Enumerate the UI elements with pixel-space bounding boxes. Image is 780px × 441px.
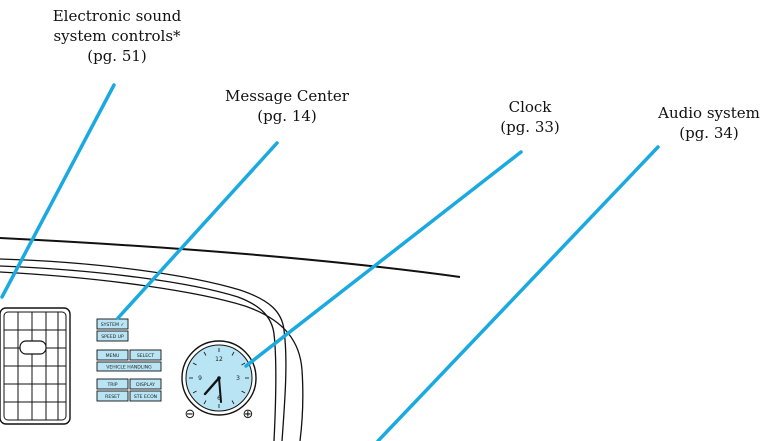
callout-audio-page: (pg. 34) xyxy=(679,124,739,142)
clock-minus-button[interactable]: ⊖ xyxy=(185,407,196,422)
reset-button[interactable] xyxy=(96,390,129,402)
trip-button[interactable] xyxy=(96,378,129,390)
system-check-label: SYSTEM ✓ xyxy=(101,322,125,328)
speed-up-button[interactable] xyxy=(96,330,129,342)
callout-sound-line2: system controls* xyxy=(53,27,181,45)
speed-up-label: SPEED UP xyxy=(101,334,124,340)
air-vent xyxy=(0,307,71,425)
minute-hand xyxy=(218,377,222,403)
callout-audio: Audio system (pg. 34) xyxy=(645,103,773,143)
display-button[interactable] xyxy=(129,378,162,390)
dial-twelve: 12 xyxy=(215,356,223,363)
callout-clock-page: (pg. 33) xyxy=(500,118,560,136)
message-center-buttons: SYSTEM ✓ SPEED UP MENU SELECT VEHICLE HA… xyxy=(96,318,162,402)
vehicle-handling-button[interactable] xyxy=(96,361,162,372)
leader-line-audio xyxy=(376,145,660,441)
select-label: SELECT xyxy=(137,353,154,359)
callout-clock: Clock (pg. 33) xyxy=(480,97,580,137)
reset-label: RESET xyxy=(105,394,120,400)
callout-message-center: Message Center (pg. 14) xyxy=(222,86,352,126)
trip-label: TRIP xyxy=(106,382,117,388)
hour-hand xyxy=(203,376,221,396)
leader-line-message-center xyxy=(116,141,279,320)
leader-line-sound-controls xyxy=(0,83,116,299)
leader-line-clock xyxy=(244,150,523,368)
select-button[interactable] xyxy=(129,349,162,361)
analog-clock: 12 3 9 6 xyxy=(181,340,257,416)
callout-audio-line1: Audio system xyxy=(658,104,760,122)
ste-econ-button[interactable] xyxy=(129,390,162,402)
callout-sound-page: (pg. 51) xyxy=(87,47,147,65)
clock-plus-button[interactable]: ⊕ xyxy=(243,407,254,422)
dial-nine: 9 xyxy=(198,375,202,382)
ste-econ-label: STE ECON xyxy=(134,394,157,400)
system-check-button[interactable] xyxy=(96,318,129,330)
callout-sound-line1: Electronic sound xyxy=(52,7,182,25)
callout-clock-line1: Clock xyxy=(508,98,552,116)
dashboard-top-edge xyxy=(0,237,461,278)
dashboard-contour-2 xyxy=(0,265,277,441)
display-label: DISPLAY xyxy=(136,382,155,388)
dashboard-contour-3 xyxy=(0,271,304,441)
dial-three: 3 xyxy=(236,375,240,382)
callout-message-page: (pg. 14) xyxy=(257,107,317,125)
menu-label: MENU xyxy=(106,353,120,359)
dial-six: 6 xyxy=(217,395,221,402)
menu-button[interactable] xyxy=(96,349,129,361)
callout-message-line1: Message Center xyxy=(225,87,349,105)
dashboard-contour-1 xyxy=(0,258,287,441)
callout-sound-controls: Electronic sound system controls* (pg. 5… xyxy=(52,6,182,66)
vehicle-handling-label: VEHICLE HANDLING xyxy=(106,365,152,371)
